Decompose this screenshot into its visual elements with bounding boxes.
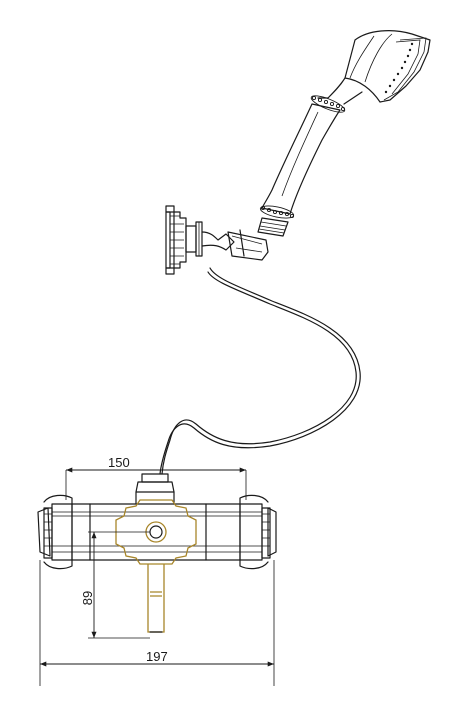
rose-bead-row [384, 42, 414, 94]
dimension-total-label: 197 [146, 649, 168, 664]
shower-hose [159, 267, 361, 475]
dimension-height-label: 89 [80, 591, 95, 605]
handle-top-ring [310, 95, 346, 113]
handle-bottom-ring [259, 205, 295, 219]
dimension-height: 89 [80, 531, 150, 639]
mixer-body [37, 473, 277, 570]
hand-shower [257, 30, 431, 237]
dimension-width-label: 150 [108, 455, 130, 470]
temperature-control [115, 499, 197, 633]
dimension-total: 197 [39, 560, 275, 686]
dimension-width: 150 [65, 455, 247, 500]
wall-holder [165, 205, 269, 275]
